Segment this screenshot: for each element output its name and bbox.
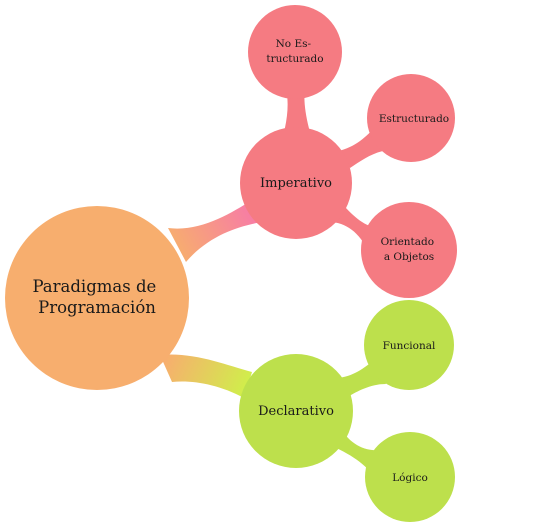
logico-node [365,432,455,522]
imperativo-node [240,127,352,239]
estructurado-node [367,74,455,162]
imperativo-label: Imperativo [260,176,332,191]
declarativo-label: Declarativo [258,404,334,419]
no-estructurado-label-line-2: tructurado [266,53,323,65]
declarativo-node [239,354,353,468]
svg-text:Paradigmas de Programación: Paradigmas de Programación [32,277,161,317]
estructurado-label: Estructurado [379,113,449,125]
orientado-a-objetos-node [361,202,457,298]
orientado-a-objetos-label-line-1: Orientado [381,236,434,248]
svg-text:Orientado a Objetos: Orientado a Objetos [381,236,438,263]
connector-root-declarativo [160,354,252,398]
connector-root-imperativo [168,200,262,262]
root-node [5,206,189,390]
svg-text:No Es- tructurado: No Es- tructurado [266,38,323,65]
logico-label: Lógico [392,472,428,484]
funcional-label: Funcional [383,340,436,352]
no-estructurado-label-line-1: No Es- [276,38,312,50]
funcional-node [364,300,454,390]
orientado-a-objetos-label-line-2: a Objetos [384,251,434,263]
no-estructurado-node [248,5,342,99]
root-label-line-2: Programación [38,298,156,317]
root-label-line-1: Paradigmas de [32,277,156,296]
